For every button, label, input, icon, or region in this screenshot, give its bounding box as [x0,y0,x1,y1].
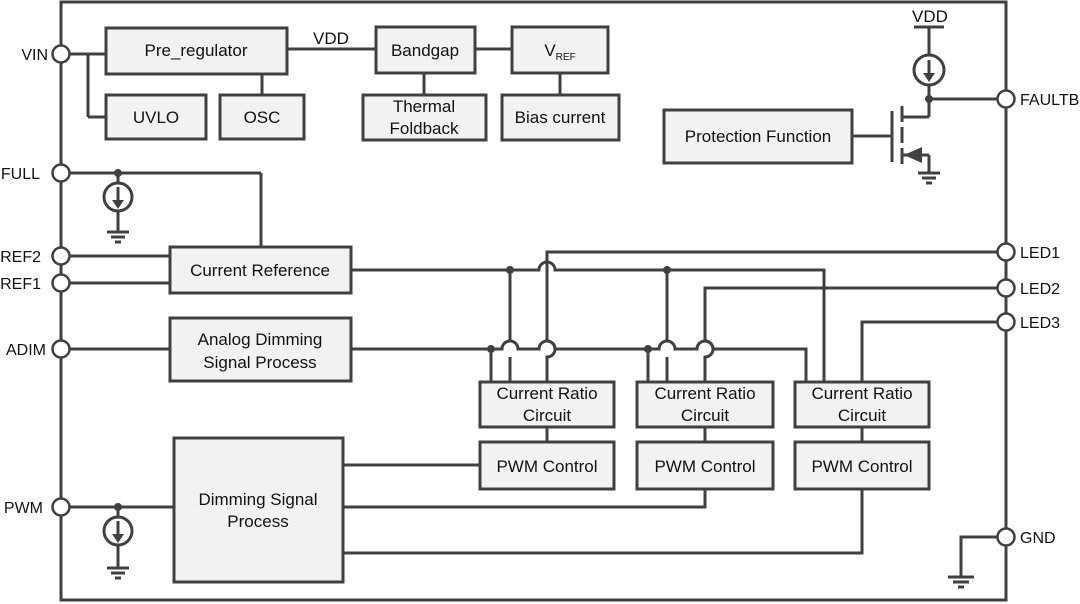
svg-text:Current Ratio: Current Ratio [654,384,755,403]
svg-text:Dimming Signal: Dimming Signal [198,490,317,509]
svg-text:PWM Control: PWM Control [654,457,755,476]
pin-full: FULL [1,163,71,183]
svg-text:LED3: LED3 [1020,315,1060,332]
svg-text:REF1: REF1 [0,276,41,293]
svg-text:Bandgap: Bandgap [391,41,459,60]
svg-text:Pre_regulator: Pre_regulator [144,41,247,60]
svg-text:VREF: VREF [544,41,575,63]
mosfet-arrow-icon [904,147,922,163]
vdd-supply-label: VDD [912,7,948,26]
pwm-control-3: PWM Control [793,440,931,491]
svg-text:FULL: FULL [1,166,40,183]
current-source-icon [102,515,134,547]
svg-text:REF2: REF2 [0,249,41,266]
pin-led2: LED2 [996,278,1060,298]
vdd-net-label: VDD [313,29,349,48]
svg-text:PWM: PWM [4,500,43,517]
svg-text:Analog Dimming: Analog Dimming [198,330,323,349]
pin-ref2: REF2 [0,246,71,266]
current-source-icon [912,53,946,87]
pin-ref1: REF1 [0,273,71,293]
svg-text:Current Ratio: Current Ratio [811,384,912,403]
vref-block: VREF [510,25,610,75]
svg-text:LED2: LED2 [1020,281,1060,298]
pwm-control-2: PWM Control [635,440,775,491]
svg-text:PWM Control: PWM Control [496,457,597,476]
svg-text:Circuit: Circuit [523,406,571,425]
current-source-icon [102,181,134,213]
thermal-foldback-block: Thermal Foldback [361,93,488,142]
svg-text:Bias current: Bias current [515,108,606,127]
current-ratio-circuit-3: Current Ratio Circuit [793,380,931,429]
svg-text:PWM Control: PWM Control [811,457,912,476]
svg-text:OSC: OSC [244,108,281,127]
svg-text:Process: Process [227,512,288,531]
pin-pwm: PWM [4,497,71,517]
current-ratio-circuit-2: Current Ratio Circuit [635,380,775,429]
svg-text:Protection Function: Protection Function [685,127,831,146]
dimming-signal-process-block: Dimming Signal Process [172,436,345,584]
junction-dots [114,95,933,511]
analog-dimming-block: Analog Dimming Signal Process [168,316,353,383]
pre-regulator-block: Pre_regulator [104,26,289,76]
pin-adim: ADIM [6,339,71,359]
uvlo-block: UVLO [104,93,208,141]
protection-function-block: Protection Function [662,108,854,165]
svg-text:ADIM: ADIM [6,342,46,359]
pin-led3: LED3 [996,312,1060,332]
pin-faultb: FAULTB [996,89,1079,109]
svg-text:UVLO: UVLO [133,108,179,127]
pin-led1: LED1 [996,242,1060,262]
wires [70,25,998,589]
pin-gnd: GND [996,527,1056,547]
svg-text:Circuit: Circuit [838,406,886,425]
svg-text:Signal Process: Signal Process [203,353,316,372]
osc-block: OSC [218,93,306,141]
svg-text:Thermal: Thermal [393,97,455,116]
svg-text:Current Reference: Current Reference [190,261,330,280]
svg-text:Circuit: Circuit [681,406,729,425]
svg-text:Foldback: Foldback [390,119,459,138]
current-ratio-circuit-1: Current Ratio Circuit [478,380,616,429]
svg-text:FAULTB: FAULTB [1020,92,1079,109]
pin-vin: VIN [21,44,71,64]
bias-current-block: Bias current [500,93,621,142]
pwm-control-1: PWM Control [478,440,616,491]
current-reference-block: Current Reference [168,245,353,295]
svg-text:LED1: LED1 [1020,245,1060,262]
svg-text:Current Ratio: Current Ratio [496,384,597,403]
bandgap-block: Bandgap [374,25,477,75]
svg-text:VIN: VIN [21,47,48,64]
svg-text:GND: GND [1020,530,1056,547]
